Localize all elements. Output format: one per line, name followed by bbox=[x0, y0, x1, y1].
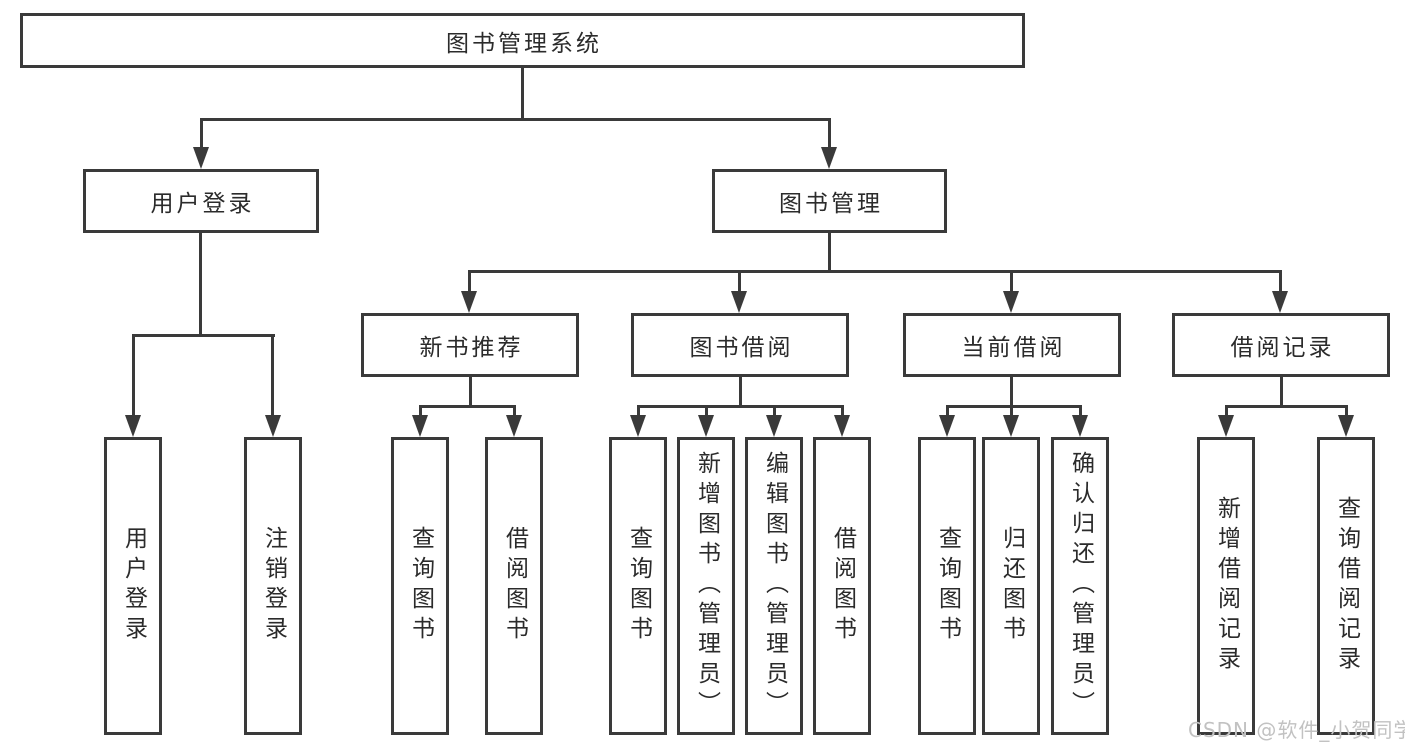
leaf-add-borrow-record: 新增借阅记录 bbox=[1197, 437, 1255, 735]
arrow-down-icon bbox=[698, 415, 714, 437]
connector-new-book-rail bbox=[419, 405, 516, 408]
leaf-add-book-admin: 新增图书（管理员） bbox=[677, 437, 735, 735]
connector-root-stub bbox=[521, 68, 524, 121]
arrow-down-icon bbox=[939, 415, 955, 437]
csdn-watermark: CSDN @软件_小贺同学 bbox=[1188, 718, 1405, 742]
connector-drop-leaf bbox=[1079, 405, 1082, 420]
arrow-down-icon bbox=[193, 147, 209, 169]
leaf-borrow-books: 借阅图书 bbox=[813, 437, 871, 735]
connector-drop-leaf bbox=[513, 405, 516, 420]
arrow-down-icon bbox=[1272, 291, 1288, 313]
connector-book-borrow-rail bbox=[637, 405, 844, 408]
connector-drop-leaf bbox=[1345, 405, 1348, 420]
connector-user-login-stub bbox=[199, 233, 202, 337]
connector-drop-leaf bbox=[419, 405, 422, 420]
arrow-down-icon bbox=[766, 415, 782, 437]
connector-drop-leaf bbox=[946, 405, 949, 420]
leaf-label: 查询借阅记录 bbox=[1333, 496, 1360, 676]
connector-current-borrow-stub bbox=[1010, 377, 1013, 408]
connector-current-borrow-rail bbox=[946, 405, 1082, 408]
connector-drop-leaf bbox=[637, 405, 640, 420]
leaf-label: 确认归还（管理员） bbox=[1067, 451, 1094, 721]
arrow-down-icon bbox=[731, 291, 747, 313]
connector-drop-book-mgmt bbox=[828, 118, 831, 152]
leaf-borrow-books-recommend: 借阅图书 bbox=[485, 437, 543, 735]
node-root-library-system: 图书管理系统 bbox=[20, 13, 1025, 68]
connector-drop-level3 bbox=[1010, 270, 1013, 295]
node-new-book-recommend: 新书推荐 bbox=[361, 313, 579, 377]
connector-drop-leaf bbox=[841, 405, 844, 420]
arrow-down-icon bbox=[630, 415, 646, 437]
connector-drop-level3 bbox=[1279, 270, 1282, 295]
leaf-query-books-recommend: 查询图书 bbox=[391, 437, 449, 735]
connector-level1-rail bbox=[200, 118, 831, 121]
connector-drop-leaf bbox=[1225, 405, 1228, 420]
arrow-down-icon bbox=[834, 415, 850, 437]
node-book-management: 图书管理 bbox=[712, 169, 947, 233]
arrow-down-icon bbox=[1003, 415, 1019, 437]
node-user-login: 用户登录 bbox=[83, 169, 319, 233]
arrow-down-icon bbox=[506, 415, 522, 437]
leaf-label: 查询图书 bbox=[934, 526, 961, 646]
leaf-query-books-current: 查询图书 bbox=[918, 437, 976, 735]
arrow-down-icon bbox=[412, 415, 428, 437]
leaf-label: 借阅图书 bbox=[501, 526, 528, 646]
node-current-borrow: 当前借阅 bbox=[903, 313, 1121, 377]
connector-drop-leaf bbox=[705, 405, 708, 420]
connector-book-mgmt-stub bbox=[828, 233, 831, 273]
arrow-down-icon bbox=[1072, 415, 1088, 437]
leaf-label: 借阅图书 bbox=[829, 526, 856, 646]
connector-drop-leaf bbox=[132, 334, 135, 418]
arrow-down-icon bbox=[125, 415, 141, 437]
leaf-logout: 注销登录 bbox=[244, 437, 302, 735]
leaf-label: 归还图书 bbox=[998, 526, 1025, 646]
leaf-return-books: 归还图书 bbox=[982, 437, 1040, 735]
arrow-down-icon bbox=[265, 415, 281, 437]
arrow-down-icon bbox=[1003, 291, 1019, 313]
leaf-label: 查询图书 bbox=[625, 526, 652, 646]
leaf-user-login: 用户登录 bbox=[104, 437, 162, 735]
connector-drop-level3 bbox=[738, 270, 741, 295]
connector-borrow-records-rail bbox=[1225, 405, 1348, 408]
connector-drop-leaf bbox=[773, 405, 776, 420]
arrow-down-icon bbox=[461, 291, 477, 313]
leaf-label: 用户登录 bbox=[120, 526, 147, 646]
leaf-label: 新增图书（管理员） bbox=[693, 451, 720, 721]
leaf-edit-book-admin: 编辑图书（管理员） bbox=[745, 437, 803, 735]
connector-level3-rail bbox=[468, 270, 1282, 273]
connector-book-borrow-stub bbox=[739, 377, 742, 408]
connector-drop-leaf bbox=[271, 334, 274, 418]
node-book-borrow: 图书借阅 bbox=[631, 313, 849, 377]
leaf-label: 新增借阅记录 bbox=[1213, 496, 1240, 676]
connector-drop-level3 bbox=[468, 270, 471, 295]
connector-new-book-stub bbox=[469, 377, 472, 408]
leaf-query-books-borrow: 查询图书 bbox=[609, 437, 667, 735]
connector-borrow-records-stub bbox=[1280, 377, 1283, 408]
leaf-query-borrow-record: 查询借阅记录 bbox=[1317, 437, 1375, 735]
connector-drop-leaf bbox=[1010, 405, 1013, 420]
arrow-down-icon bbox=[1218, 415, 1234, 437]
arrow-down-icon bbox=[1338, 415, 1354, 437]
leaf-label: 注销登录 bbox=[260, 526, 287, 646]
arrow-down-icon bbox=[821, 147, 837, 169]
leaf-confirm-return-admin: 确认归还（管理员） bbox=[1051, 437, 1109, 735]
leaf-label: 查询图书 bbox=[407, 526, 434, 646]
leaf-label: 编辑图书（管理员） bbox=[761, 451, 788, 721]
connector-user-login-rail bbox=[132, 334, 275, 337]
node-borrow-records: 借阅记录 bbox=[1172, 313, 1390, 377]
connector-drop-user-login bbox=[200, 118, 203, 152]
